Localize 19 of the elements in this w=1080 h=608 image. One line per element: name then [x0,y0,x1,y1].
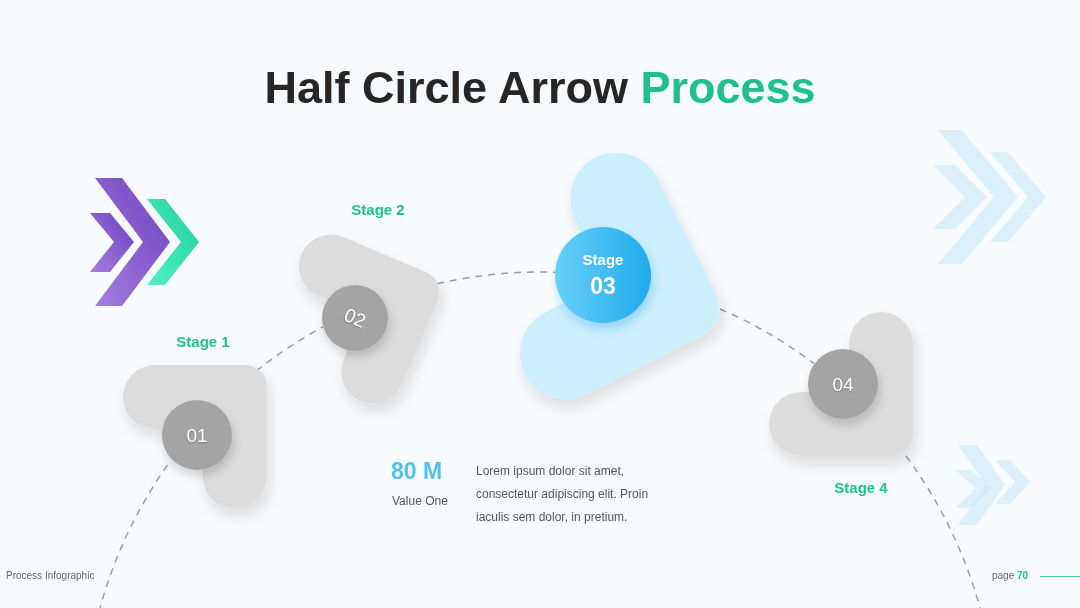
dashed-connector [905,455,982,608]
stage-number: 03 [590,274,616,298]
page-number: page 70 [992,570,1029,582]
stage-number: 01 [186,425,208,445]
value-figure: 80 M [391,458,443,485]
stage-label: Stage [582,251,624,267]
stage-number: 02 [341,305,369,331]
stage-label: Stage 1 [176,333,230,349]
stage-label: Stage 2 [351,201,405,217]
footer-text: Process Infographic [6,570,95,582]
stage-number: 04 [832,374,854,394]
title: Half Circle Arrow Process [264,61,816,115]
value-caption: Value One [392,494,448,509]
stage-label: Stage 4 [834,479,888,495]
description-text: Lorem ipsum dolor sit amet, consectetur adipiscing elit. Proin iaculis sem dolor, in pretium. [476,463,650,526]
stage-shape [519,152,720,400]
dashed-connector [436,271,556,285]
dashed-connector [255,326,324,372]
dashed-connector [719,308,815,365]
